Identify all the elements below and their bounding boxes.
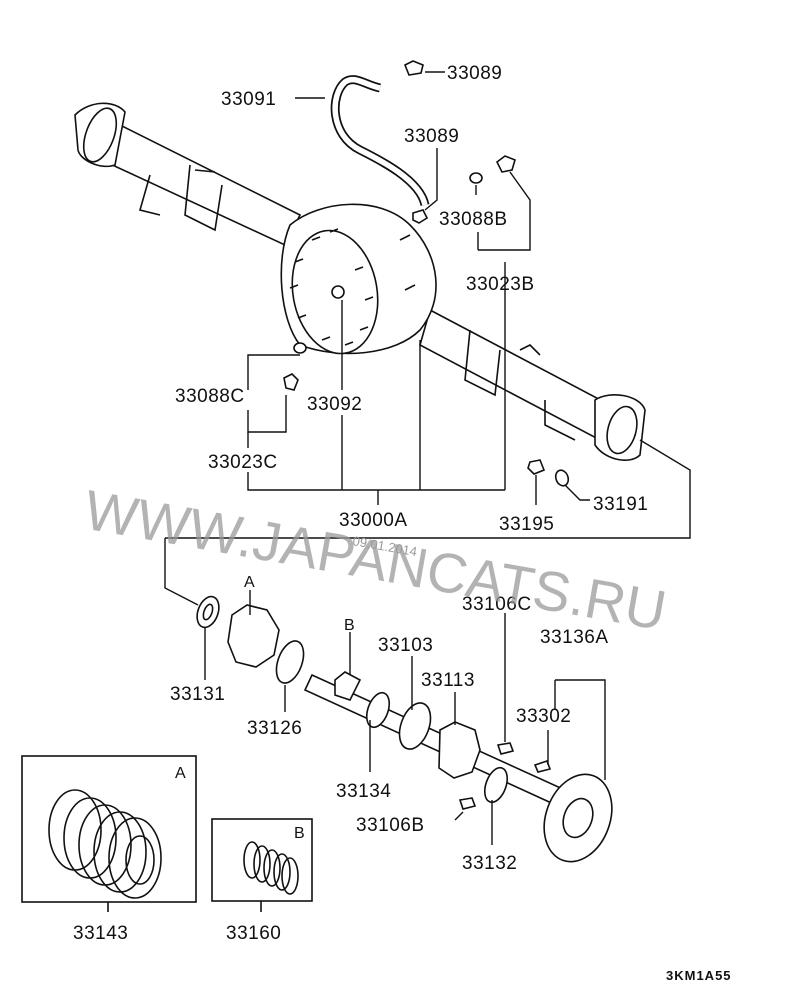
label-33113: 33113 [421,670,475,691]
label-33089-top: 33089 [447,63,502,84]
label-33160: 33160 [226,923,281,944]
label-33195: 33195 [499,514,554,535]
kit-a-letter: A [175,765,186,782]
label-33091: 33091 [221,89,276,110]
label-33092: 33092 [307,394,362,415]
label-33106B: 33106B [356,815,425,836]
small-parts [283,60,570,487]
label-33088C: 33088C [175,386,245,407]
marker-a: A [244,574,255,591]
label-33089-mid: 33089 [404,126,459,147]
label-33132: 33132 [462,853,517,874]
label-33023B: 33023B [466,274,535,295]
kit-b-letter: B [294,825,305,842]
label-33136A: 33136A [540,627,609,648]
label-33000A: 33000A [339,510,408,531]
axle-shaft-drawing [196,595,613,863]
leader-lines-lower [204,590,606,845]
label-33103: 33103 [378,635,433,656]
label-33143: 33143 [73,923,128,944]
kit-b-box [211,818,313,912]
leader-lines-upper [164,71,691,606]
marker-b: B [344,617,355,634]
label-33106C: 33106C [462,594,532,615]
axle-housing-drawing [74,102,646,461]
label-33302: 33302 [516,706,571,727]
label-33088B: 33088B [439,209,508,230]
label-33131: 33131 [170,684,225,705]
watermark: WWW.JAPANCATS.RU [80,478,671,642]
label-33023C: 33023C [208,452,278,473]
reference-code: 3KM1A55 [666,968,732,983]
kit-a-box [21,755,197,912]
label-33126: 33126 [247,718,302,739]
label-33134: 33134 [336,781,391,802]
label-33191: 33191 [593,494,648,515]
